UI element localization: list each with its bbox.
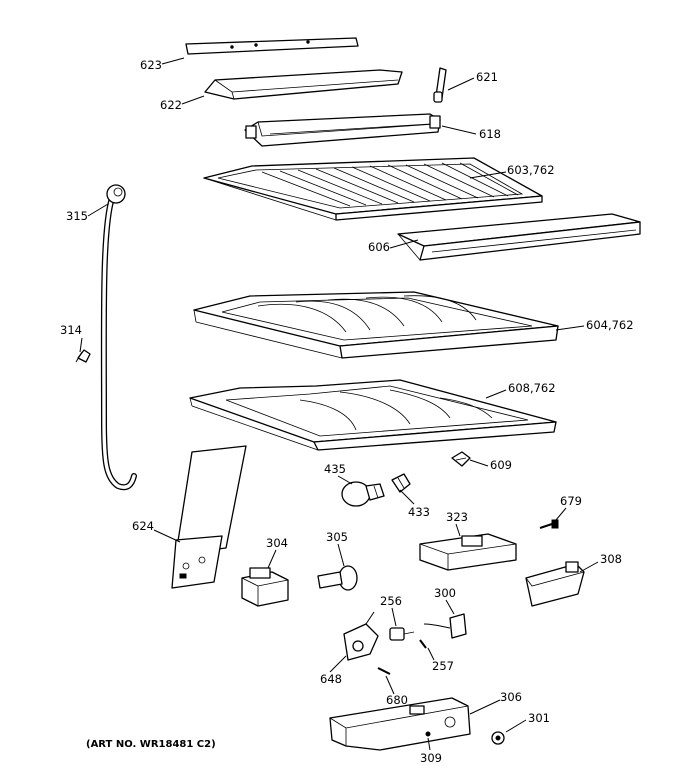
label-618: 618: [479, 127, 501, 141]
label-257: 257: [432, 659, 454, 673]
label-314: 314: [60, 323, 82, 337]
label-623: 623: [140, 58, 162, 72]
part-648-thermostat: [343, 611, 379, 661]
part-323-module: [419, 533, 517, 571]
part-308-bracket: [525, 561, 585, 607]
part-679-screw: [539, 519, 559, 529]
part-315-tube: [100, 184, 137, 491]
part-609-clip: [451, 451, 471, 467]
part-301-knob: [491, 731, 505, 745]
label-306: 306: [500, 690, 522, 704]
label-305: 305: [326, 530, 348, 544]
label-309: 309: [420, 751, 442, 765]
part-314-clip: [75, 349, 91, 363]
label-679: 679: [560, 494, 582, 508]
label-315: 315: [66, 209, 88, 223]
label-621: 621: [476, 70, 498, 84]
label-304: 304: [266, 536, 288, 550]
label-680: 680: [386, 693, 408, 707]
label-256: 256: [380, 594, 402, 608]
label-433: 433: [408, 505, 430, 519]
label-308: 308: [600, 552, 622, 566]
label-301: 301: [528, 711, 550, 725]
part-618-cover: [244, 113, 441, 147]
label-622: 622: [160, 98, 182, 112]
part-622-tray: [204, 69, 403, 100]
part-608-tray: [189, 379, 557, 451]
label-604-762: 604,762: [586, 318, 634, 332]
art-number-caption: (ART NO. WR18481 C2): [86, 739, 216, 750]
part-300-sensor: [423, 613, 467, 639]
leader-lines: [79, 57, 599, 751]
part-624-board: [171, 445, 247, 589]
label-608-762: 608,762: [508, 381, 556, 395]
part-433-socket: [391, 473, 411, 493]
label-609: 609: [490, 458, 512, 472]
label-606: 606: [368, 240, 390, 254]
label-603-762: 603,762: [507, 163, 555, 177]
part-306-housing: [329, 697, 471, 751]
part-603-shelf: [203, 157, 543, 221]
part-257-screw: [419, 639, 427, 649]
part-256-switch: [389, 627, 415, 641]
part-680-screw: [377, 667, 391, 675]
label-624: 624: [132, 519, 154, 533]
label-300: 300: [434, 586, 456, 600]
part-606-panel: [397, 213, 641, 261]
part-304-relay: [241, 567, 289, 607]
label-323: 323: [446, 510, 468, 524]
part-labels: 623 622 621 618 603,762 315 606 314 604,…: [60, 58, 634, 765]
label-435: 435: [324, 462, 346, 476]
part-305-knob: [317, 565, 358, 591]
part-621-sensor: [433, 67, 447, 103]
part-435-bulb: [341, 481, 385, 507]
part-604-tray: [193, 291, 559, 359]
part-623-strip: [185, 37, 359, 55]
label-648: 648: [320, 672, 342, 686]
